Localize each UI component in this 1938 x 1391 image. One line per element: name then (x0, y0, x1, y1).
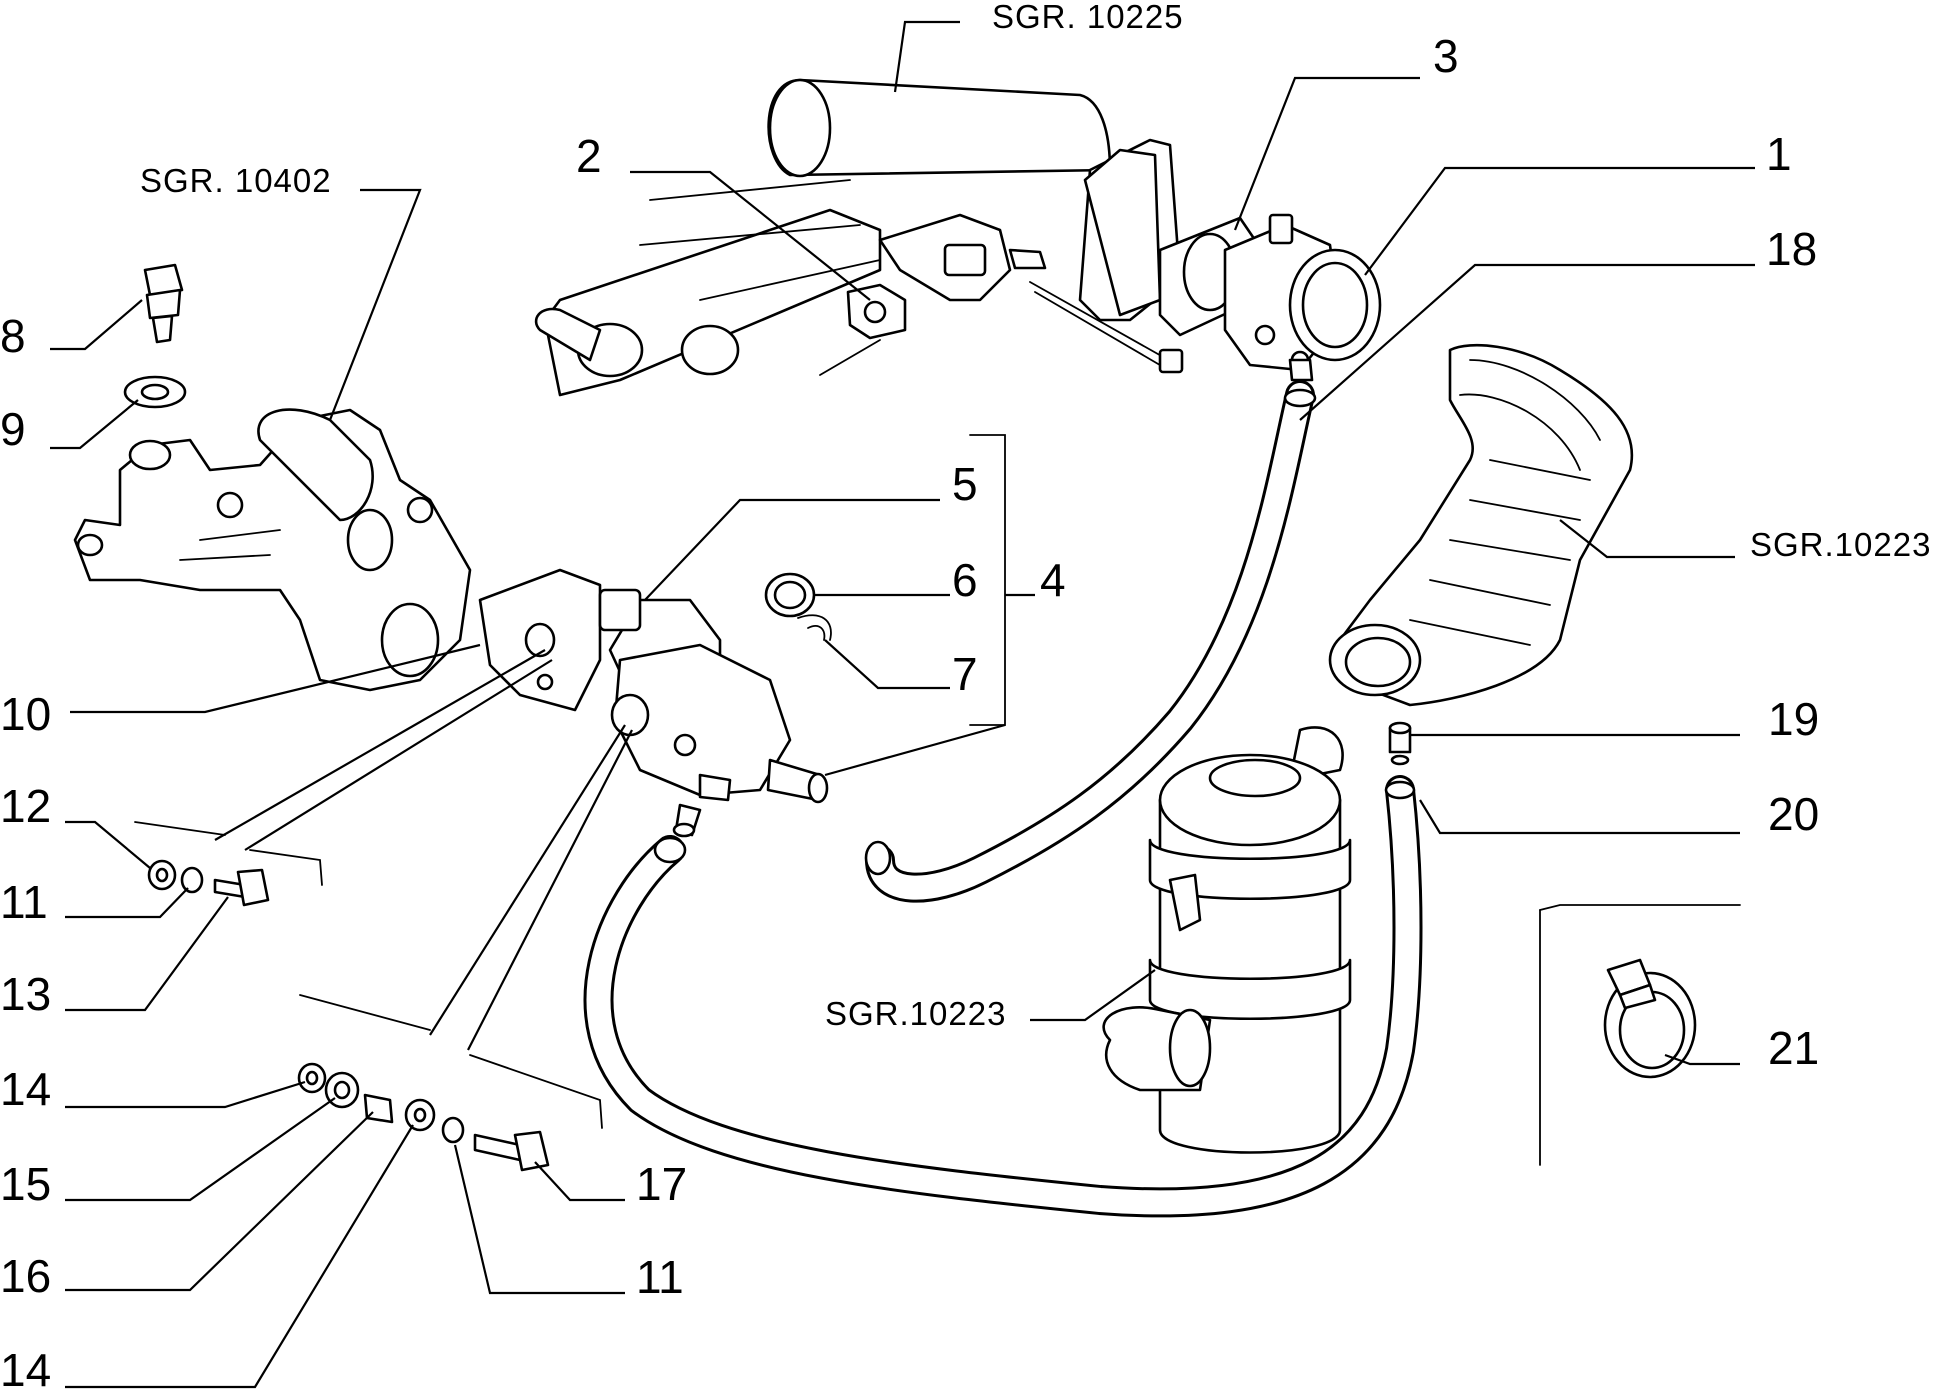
part-8-temperature-sensor (143, 263, 184, 344)
fastener-set-lower (297, 1062, 550, 1172)
ref-air-filter: SGR.10223 (825, 995, 1006, 1032)
part-9-washer (123, 375, 187, 409)
intake-manifold (534, 78, 1182, 397)
fastener-set-upper (147, 859, 270, 907)
callout-14-upper: 14 (0, 1063, 51, 1115)
part-19-fitting (1388, 721, 1412, 766)
air-filter-housing (1102, 726, 1352, 1154)
callout-14-lower: 14 (0, 1344, 51, 1391)
part-10-flange (478, 568, 602, 712)
part-2-throttle-sensor (846, 283, 907, 340)
callout-11-upper: 11 (0, 876, 48, 928)
callout-7: 7 (952, 648, 978, 700)
callout-1: 1 (1766, 128, 1792, 180)
air-intake-hose (1328, 343, 1634, 707)
assembly-brackets (134, 434, 1741, 1166)
callout-16: 16 (0, 1250, 51, 1302)
callout-5: 5 (952, 458, 978, 510)
part-7-clip (797, 614, 832, 641)
callout-2: 2 (576, 130, 602, 182)
callout-6: 6 (952, 554, 978, 606)
callout-19: 19 (1768, 693, 1819, 745)
part-21-hose-clamp (1603, 958, 1697, 1079)
callout-numbers: 3 1 18 2 8 9 5 6 4 7 10 19 20 12 11 13 2… (0, 30, 1819, 1391)
water-pump-housing (73, 408, 472, 692)
callout-4: 4 (1040, 554, 1066, 606)
part-6-o-ring (764, 572, 816, 618)
part-20-return-hose (583, 775, 1423, 1218)
callout-17: 17 (636, 1158, 687, 1210)
ref-intake-manifold: SGR. 10225 (992, 0, 1184, 35)
ref-air-hose: SGR.10223 (1750, 526, 1931, 563)
throttle-linkage (878, 213, 1184, 374)
callout-13: 13 (0, 968, 51, 1020)
callout-20: 20 (1768, 788, 1819, 840)
callout-11-lower: 11 (636, 1251, 684, 1303)
callout-9: 9 (0, 403, 26, 455)
reference-labels: SGR. 10225 SGR. 10402 SGR.10223 SGR.1022… (140, 0, 1931, 1032)
ref-water-pump: SGR. 10402 (140, 162, 332, 199)
callout-21: 21 (1768, 1022, 1819, 1074)
part-18-hose (864, 380, 1317, 903)
callout-10: 10 (0, 688, 51, 740)
part-5-pressure-regulator (598, 588, 829, 838)
callout-8: 8 (0, 310, 26, 362)
leader-lines (50, 20, 1755, 1389)
callout-15: 15 (0, 1158, 51, 1210)
callout-18: 18 (1766, 223, 1817, 275)
callout-3: 3 (1433, 30, 1459, 82)
part-1-throttle-body (1223, 213, 1382, 382)
callout-12: 12 (0, 780, 51, 832)
